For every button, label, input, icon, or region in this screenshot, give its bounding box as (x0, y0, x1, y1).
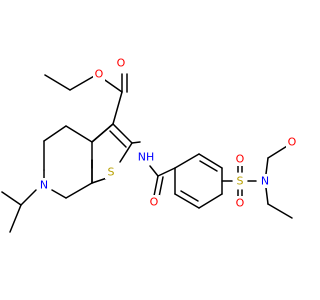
bond-ipr-3 (1, 191, 22, 206)
atom-n-amide: NH (138, 151, 155, 164)
atom-bg (234, 152, 246, 166)
bond-th-1 (91, 123, 114, 143)
atom-n-ring: N (40, 179, 48, 192)
bond-ring-d (43, 125, 67, 142)
bond-ethyl-ch2 (69, 74, 97, 91)
bond-co-1 (153, 175, 159, 197)
bond-mo-3 (265, 187, 269, 205)
bond-ester-o-c (101, 77, 123, 93)
bond-mo-1 (265, 157, 269, 175)
bond-ester-to-ring (112, 91, 123, 125)
atom-bg (286, 135, 298, 149)
atom-s-sulfonyl: S (237, 175, 244, 188)
atom-n-morpholine: N (261, 175, 269, 188)
bond-bz-2b (199, 160, 218, 172)
atom-bg (136, 150, 156, 164)
atom-o-sulfonyl-top: O (236, 153, 245, 166)
bond-co-ring (157, 167, 176, 177)
bond-nh (131, 141, 141, 144)
bond-bz-5 (174, 193, 200, 209)
atom-bg (38, 178, 50, 192)
atom-bg (259, 174, 271, 188)
bond-n-co (149, 165, 159, 177)
structure-diagram: O O NH S N O S O O N O (1, 56, 298, 233)
bond-bz-4 (198, 193, 223, 209)
bond-ring-c (65, 125, 93, 143)
atom-o-carbonyl-ester: O (117, 57, 126, 70)
bond-th-2b (109, 130, 127, 148)
bond-ring-n-right (51, 189, 67, 199)
bond-ring-f (65, 182, 93, 199)
bond-bz-1 (174, 153, 200, 169)
bond-layer (1, 73, 297, 233)
atom-s-thiophene: S (108, 166, 115, 179)
molecule-canvas: O O NH S N O S O O N O (1, 56, 298, 233)
bond-ethyl-ch3 (44, 74, 71, 91)
atom-bg (148, 195, 160, 209)
bond-th-3 (119, 142, 133, 163)
atom-o-amide: O (150, 196, 159, 209)
atom-bg (115, 56, 127, 70)
atom-label-layer: O O NH S N O S O O N O (38, 56, 298, 210)
bond-ipr-2 (9, 204, 22, 233)
bond-ipr-1 (20, 189, 37, 206)
atom-o-ether-ester: O (95, 68, 104, 81)
bond-th-4 (91, 177, 108, 184)
atom-bg (234, 174, 246, 188)
atom-bg (105, 165, 117, 179)
bond-th-2 (112, 123, 133, 144)
atom-o-sulfonyl-bottom: O (236, 197, 245, 210)
atom-bg (93, 67, 105, 81)
atom-o-morpholine: O (288, 136, 297, 149)
bond-bz-2 (198, 153, 223, 169)
bond-mo-4 (267, 203, 293, 219)
bond-bz-5b (180, 190, 199, 202)
atom-bg (234, 196, 246, 210)
bond-co-2 (158, 176, 164, 198)
